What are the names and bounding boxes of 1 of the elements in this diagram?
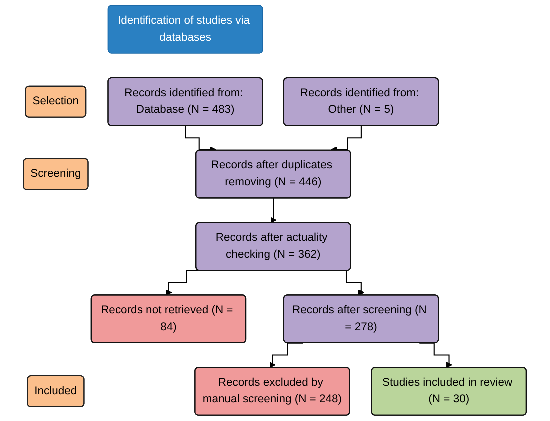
arrow xyxy=(270,198,277,224)
